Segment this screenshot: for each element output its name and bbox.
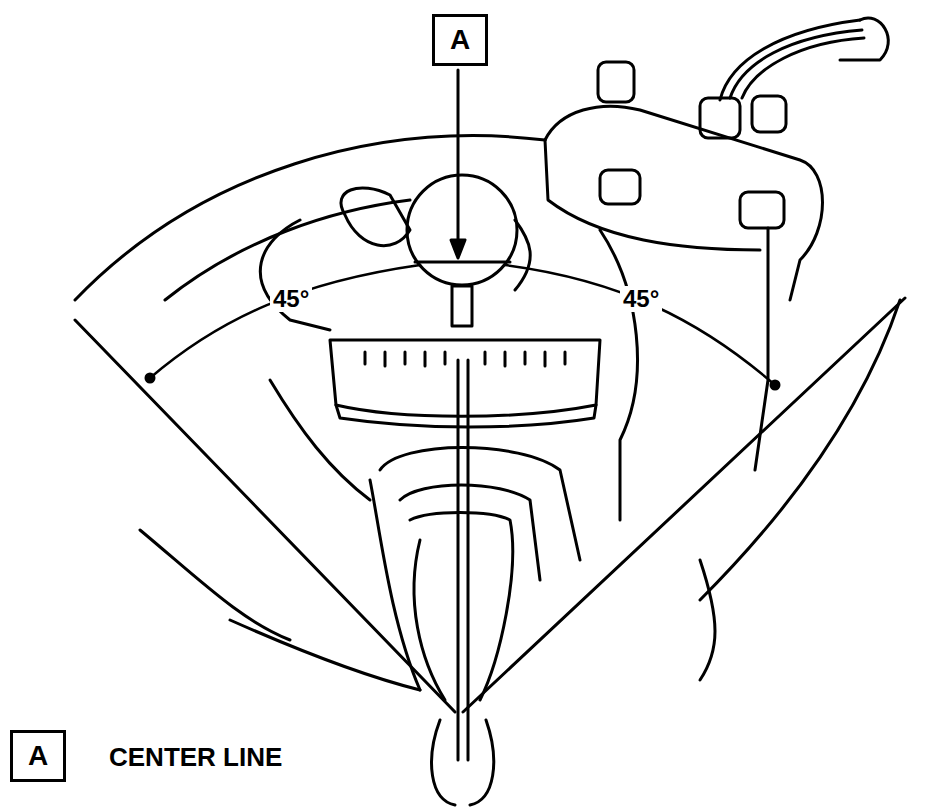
- angle-label: 45°: [270, 286, 312, 312]
- key-label: CENTER LINE: [106, 743, 285, 771]
- callout-box: A: [10, 730, 66, 782]
- angle-label: 45°: [620, 286, 662, 312]
- callout-letter: A: [28, 742, 48, 770]
- callout-box: A: [432, 14, 488, 66]
- callout-letter: A: [450, 26, 470, 54]
